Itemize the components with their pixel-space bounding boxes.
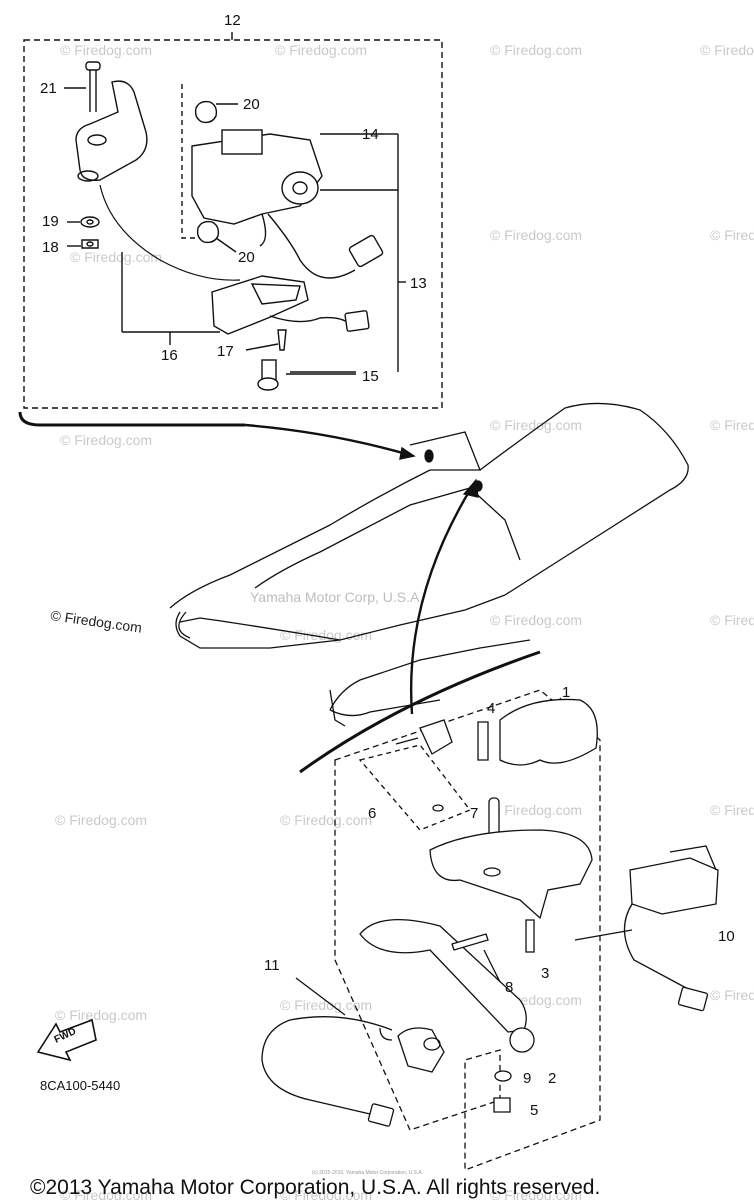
mid-watermark: Yamaha Motor Corp, U.S.A. — [250, 589, 423, 605]
watermark: © Firedog.com — [55, 812, 147, 828]
watermark: © Firedog.com — [490, 612, 582, 628]
callout-2: 2 — [548, 1070, 556, 1087]
callout-8: 8 — [505, 979, 513, 996]
watermark: © Firedog.com — [710, 802, 754, 818]
watermark: © Firedog.com — [700, 42, 754, 58]
callout-21: 21 — [40, 80, 57, 97]
callout-12: 12 — [224, 12, 241, 29]
callout-13: 13 — [410, 275, 427, 292]
callout-15: 15 — [362, 368, 379, 385]
watermark: © Firedog.com — [275, 42, 367, 58]
watermark: © Firedog.com — [60, 42, 152, 58]
watermark: © Firedog.com — [710, 987, 754, 1003]
lower-assembly — [36, 689, 719, 1171]
watermark: © Firedog.com — [710, 612, 754, 628]
watermark: © Firedog.com — [60, 432, 152, 448]
callout-11: 11 — [264, 957, 280, 974]
watermark-layer: © Firedog.com © Firedog.com © Firedog.co… — [55, 42, 754, 1200]
inset-dashed-frame — [23, 39, 443, 409]
callout-6: 6 — [368, 805, 376, 822]
watermark: © Firedog.com — [70, 249, 162, 265]
callout-20: 20 — [243, 96, 260, 113]
watermark: © Firedog.com — [60, 1187, 152, 1200]
watermark: © Firedog.com — [710, 227, 754, 243]
watermark: © Firedog.com — [490, 1187, 582, 1200]
watermark: © Firedog.com — [490, 42, 582, 58]
snowmobile-outline — [169, 402, 689, 774]
watermark: © Firedog.com — [490, 417, 582, 433]
callout-19: 19 — [42, 213, 59, 230]
watermark: © Firedog.com — [710, 417, 754, 433]
callout-18: 18 — [42, 239, 59, 256]
footer-small-print: (c) 2015-2016, Yamaha Motor Corporation,… — [312, 1170, 423, 1176]
watermark: © Firedog.com — [490, 802, 582, 818]
watermark: © Firedog.com — [280, 1187, 372, 1200]
callout-5: 5 — [530, 1102, 538, 1119]
callouts: 1 2 3 4 5 6 7 8 9 10 11 12 13 14 15 16 1… — [40, 12, 735, 1119]
watermark: © Firedog.com — [280, 627, 372, 643]
callout-17: 17 — [217, 343, 234, 360]
watermark: © Firedog.com — [280, 812, 372, 828]
watermark: © Firedog.com — [490, 227, 582, 243]
callout-10: 10 — [718, 928, 735, 945]
footer-copyright: ©2013 Yamaha Motor Corporation, U.S.A. A… — [30, 1176, 600, 1199]
part-code: 8CA100-5440 — [40, 1078, 120, 1093]
callout-9: 9 — [523, 1070, 531, 1087]
callout-14: 14 — [362, 126, 379, 143]
callout-7: 7 — [470, 805, 478, 822]
upper-inset — [18, 32, 443, 460]
watermark: © Firedog.com — [280, 997, 372, 1013]
callout-1: 1 — [562, 684, 570, 701]
callout-16: 16 — [161, 347, 178, 364]
firedog-label: © Firedog.com — [50, 607, 143, 636]
callout-4: 4 — [487, 700, 495, 717]
callout-20-lower: 20 — [238, 249, 255, 266]
callout-3: 3 — [541, 965, 549, 982]
watermark: © Firedog.com — [55, 1007, 147, 1023]
